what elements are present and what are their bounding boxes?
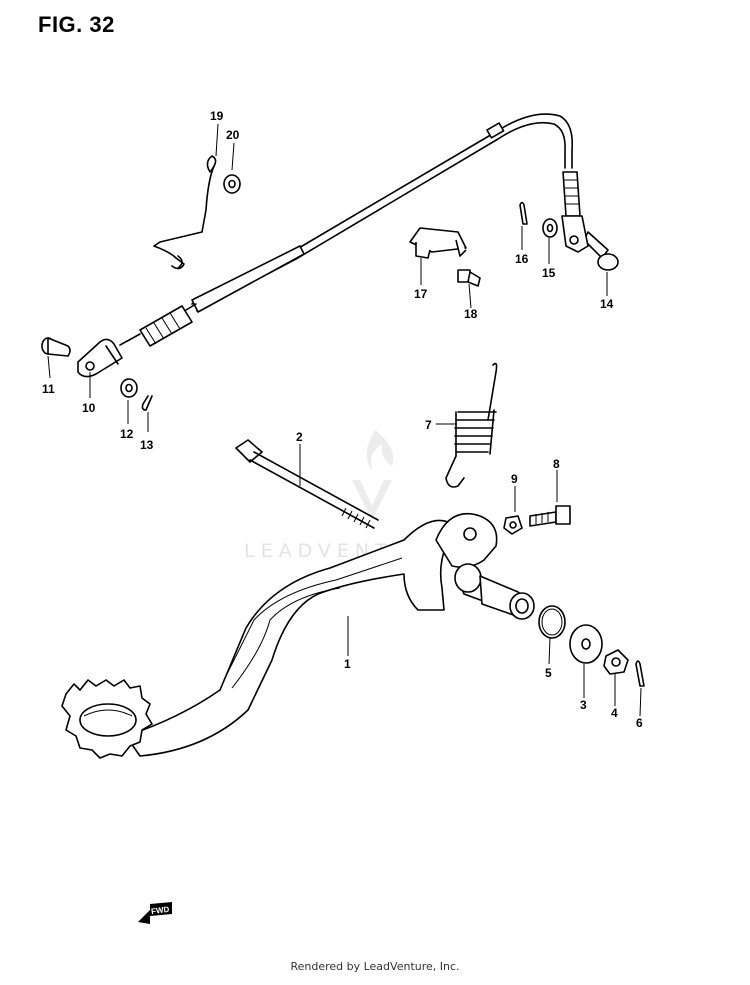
- washer-15[interactable]: [542, 218, 558, 238]
- callout-5: 5: [545, 666, 552, 680]
- footer-credit: Rendered by LeadVenture, Inc.: [290, 960, 460, 973]
- bolt-18[interactable]: [457, 269, 481, 287]
- washer-12[interactable]: [120, 378, 138, 398]
- clevis-pin-11[interactable]: [41, 337, 71, 357]
- callout-3: 3: [580, 698, 587, 712]
- cotter-pin-13[interactable]: [141, 395, 153, 411]
- cable-lower-boot: [119, 303, 197, 347]
- callout-18: 18: [464, 307, 478, 321]
- callout-20: 20: [226, 128, 240, 142]
- leader-lines: [47, 123, 642, 717]
- pivot-bolt-2[interactable]: [235, 439, 379, 529]
- washer-20[interactable]: [223, 174, 241, 194]
- callout-4: 4: [611, 706, 618, 720]
- circlip-5[interactable]: [538, 605, 566, 639]
- cable-joint-lower[interactable]: [77, 338, 123, 378]
- cotter-pin-6[interactable]: [635, 660, 645, 687]
- callout-8: 8: [553, 457, 560, 471]
- callout-6: 6: [636, 716, 643, 730]
- callout-2: 2: [296, 430, 303, 444]
- bracket-17[interactable]: [409, 227, 467, 259]
- washer-3[interactable]: [569, 624, 603, 664]
- callout-11: 11: [42, 382, 55, 396]
- cable-upper-boot: [562, 171, 581, 217]
- watermark-v-icon: [352, 480, 392, 520]
- cable-joint-upper[interactable]: [561, 215, 589, 253]
- callout-10: 10: [82, 401, 96, 415]
- nut-9[interactable]: [503, 515, 523, 535]
- fwd-arrow-icon: FWD: [138, 902, 172, 924]
- callout-9: 9: [511, 472, 518, 486]
- callout-13: 13: [140, 438, 154, 452]
- wire-clip-19[interactable]: [153, 165, 215, 270]
- brake-pedal-1[interactable]: [61, 512, 535, 759]
- callout-1: 1: [344, 657, 351, 671]
- bolt-8[interactable]: [529, 505, 571, 527]
- clevis-pin-14[interactable]: [583, 231, 619, 271]
- callout-numbers: 19 20 11 10 12 13 17 18 16 15 14 2 7 9 8…: [42, 109, 643, 730]
- return-spring-7[interactable]: [445, 362, 498, 488]
- callout-14: 14: [600, 297, 614, 311]
- callout-7: 7: [425, 418, 432, 432]
- callout-17: 17: [414, 287, 428, 301]
- castle-nut-4[interactable]: [603, 649, 629, 675]
- figure-title: FIG. 32: [38, 12, 115, 37]
- watermark-flame-icon: [366, 430, 394, 470]
- fwd-label: FWD: [151, 905, 171, 916]
- callout-19: 19: [210, 109, 224, 123]
- brake-cable[interactable]: [119, 113, 581, 347]
- callout-16: 16: [515, 252, 529, 266]
- callout-15: 15: [542, 266, 556, 280]
- callout-12: 12: [120, 427, 134, 441]
- cotter-pin-16[interactable]: [519, 201, 528, 225]
